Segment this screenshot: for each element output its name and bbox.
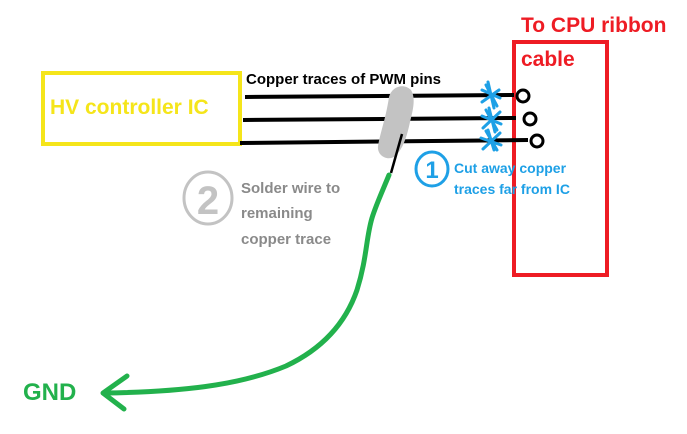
step-2-number: 2 xyxy=(197,179,219,223)
gnd-label: GND xyxy=(23,379,76,406)
cut-mark-2 xyxy=(480,106,503,134)
cpu-ribbon-label-line2: cable xyxy=(521,48,575,71)
step-2-circle xyxy=(182,170,234,226)
terminal-ring-1 xyxy=(515,88,531,104)
solder-connector xyxy=(389,133,404,174)
cut-label-line2: traces far from IC xyxy=(454,181,570,197)
terminal-ring-3 xyxy=(529,133,545,149)
solder-label-line3: copper trace xyxy=(241,231,331,248)
step-1-circle xyxy=(414,150,450,188)
solder-label-line1: Solder wire to xyxy=(241,180,340,197)
hv-controller-label: HV controller IC xyxy=(50,96,209,119)
cpu-ribbon-label-line1: To CPU ribbon xyxy=(521,14,666,37)
step-1-number: 1 xyxy=(425,157,438,184)
gnd-wire xyxy=(101,172,392,396)
traces-caption: Copper traces of PWM pins xyxy=(246,71,441,88)
cut-mark-1 xyxy=(480,80,502,110)
terminal-ring-2 xyxy=(522,111,538,127)
terminal-rings xyxy=(515,88,545,149)
solder-label-line2: remaining xyxy=(241,205,313,222)
pwm-trace-1 xyxy=(244,93,515,99)
gnd-arrowhead xyxy=(100,373,130,412)
solder-blob xyxy=(377,86,414,159)
cpu-ribbon-box xyxy=(512,40,609,277)
pwm-trace-2 xyxy=(242,116,517,122)
cut-label-line1: Cut away copper xyxy=(454,160,567,176)
cut-marks xyxy=(479,80,503,152)
cut-mark-3 xyxy=(479,128,503,152)
hv-controller-box xyxy=(41,71,242,146)
